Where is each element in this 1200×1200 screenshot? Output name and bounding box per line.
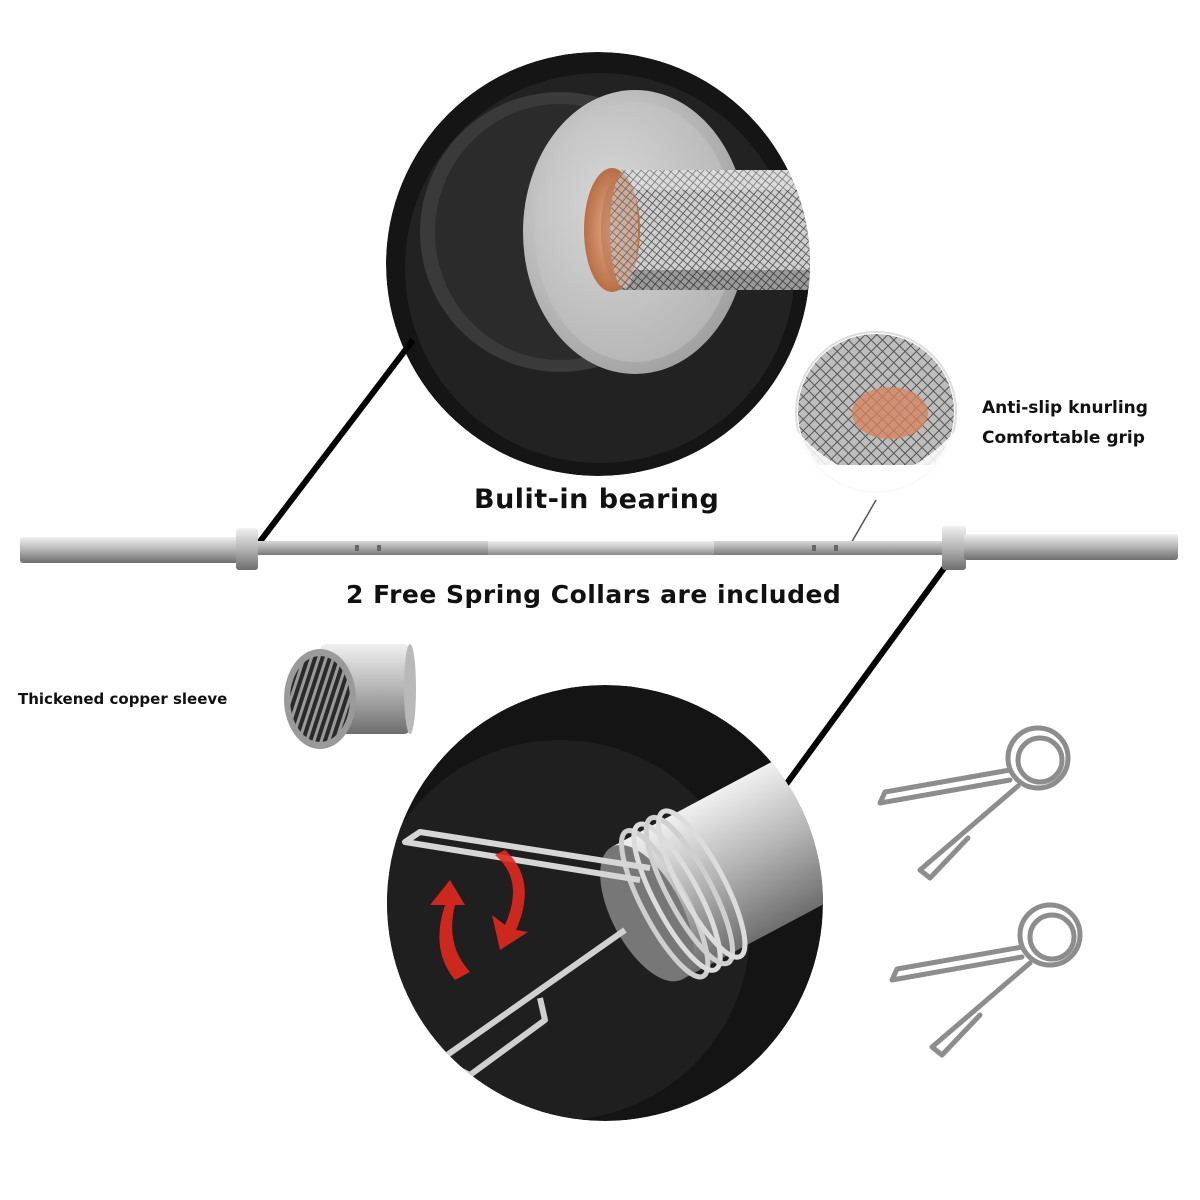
knurling-label: Anti-slip knurling — [982, 398, 1148, 418]
collars-label: 2 Free Spring Collars are included — [346, 580, 842, 609]
right-collar — [942, 526, 966, 570]
right-sleeve — [964, 534, 1178, 560]
sleeve-label: Thickened copper sleeve — [18, 690, 228, 708]
bearing-zoom-circle — [386, 52, 810, 476]
collar-zoom-circle — [387, 685, 823, 1121]
bearing-label: Bulit-in bearing — [474, 484, 720, 515]
left-sleeve — [20, 537, 238, 563]
knurling-connector-line — [849, 499, 877, 546]
knurling-zoom-circle — [795, 331, 957, 500]
needle-bearing-image — [284, 644, 416, 749]
collar-connector-line — [779, 558, 953, 792]
barbell — [20, 526, 1178, 570]
left-collar — [236, 528, 258, 570]
spring-clip-top — [877, 725, 1071, 881]
spring-clip-bottom — [889, 902, 1083, 1058]
grip-label: Comfortable grip — [982, 428, 1145, 448]
bearing-connector-line — [252, 338, 416, 550]
